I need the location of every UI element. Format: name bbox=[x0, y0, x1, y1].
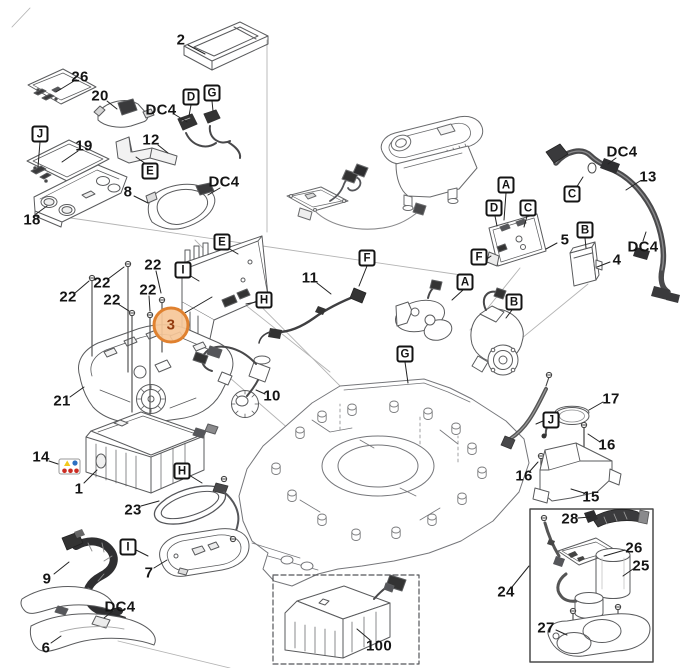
part-label-9[interactable]: 9 bbox=[42, 570, 52, 588]
part-label-2[interactable]: 2 bbox=[176, 31, 186, 49]
part-18-tray bbox=[33, 164, 128, 228]
part-label-8[interactable]: 8 bbox=[123, 183, 133, 201]
part-label-25[interactable]: 25 bbox=[632, 557, 650, 575]
part-label-3[interactable]: 3 bbox=[166, 316, 176, 334]
motor-assembly-a bbox=[394, 279, 453, 341]
part-100-battery bbox=[284, 574, 407, 659]
part-label-21[interactable]: 21 bbox=[53, 392, 71, 410]
part-12-bracket bbox=[115, 136, 178, 166]
connector-label-F: F bbox=[358, 249, 376, 267]
part-label-23[interactable]: 23 bbox=[124, 501, 142, 519]
alert-icon bbox=[62, 468, 67, 474]
connector-label-A: A bbox=[497, 176, 515, 194]
connector-label-E: E bbox=[213, 233, 231, 251]
part-label-17[interactable]: 17 bbox=[602, 390, 620, 408]
part-20-clamp bbox=[93, 98, 155, 128]
part-label-13[interactable]: 13 bbox=[639, 168, 657, 186]
part-label-18[interactable]: 18 bbox=[23, 211, 41, 229]
part-2-cover-panel bbox=[183, 21, 269, 71]
part-26-board bbox=[27, 68, 97, 105]
part-label-22[interactable]: 22 bbox=[139, 281, 157, 299]
part-label-26[interactable]: 26 bbox=[625, 539, 643, 557]
part-label-16[interactable]: 16 bbox=[515, 467, 533, 485]
connector-label-J: J bbox=[542, 411, 560, 429]
part-1-battery bbox=[85, 411, 219, 494]
part-11-cable bbox=[258, 287, 367, 344]
part-label-100[interactable]: 100 bbox=[366, 637, 392, 655]
console-assembly bbox=[286, 115, 484, 230]
highlight-circle bbox=[152, 306, 190, 344]
part-6-cover bbox=[20, 586, 156, 652]
part-label-6[interactable]: 6 bbox=[41, 639, 51, 657]
connector-label-G: G bbox=[203, 84, 221, 102]
chassis-drawing bbox=[238, 378, 530, 587]
part-label-12[interactable]: 12 bbox=[142, 131, 160, 149]
connector-label-H: H bbox=[255, 291, 273, 309]
dc4-label: DC4 bbox=[208, 173, 240, 191]
part-label-11[interactable]: 11 bbox=[301, 269, 319, 287]
dc4-label: DC4 bbox=[104, 598, 136, 616]
part-13-harness bbox=[545, 143, 680, 303]
dc4-label: DC4 bbox=[145, 101, 177, 119]
connector-label-F: F bbox=[470, 248, 488, 266]
warning-triangle-icon bbox=[64, 460, 71, 466]
dc4-label: DC4 bbox=[606, 143, 638, 161]
no-ride-icon bbox=[74, 468, 79, 474]
inset-box bbox=[529, 508, 654, 663]
part-label-28[interactable]: 28 bbox=[561, 510, 579, 528]
part-19-board bbox=[26, 139, 110, 183]
connector-label-B: B bbox=[505, 293, 523, 311]
part-7-tray bbox=[159, 528, 250, 577]
connector-label-C: C bbox=[563, 185, 581, 203]
part-label-19[interactable]: 19 bbox=[75, 137, 93, 155]
part-label-22[interactable]: 22 bbox=[59, 288, 77, 306]
part-label-22[interactable]: 22 bbox=[93, 274, 111, 292]
part-label-20[interactable]: 20 bbox=[91, 87, 109, 105]
part-label-26[interactable]: 26 bbox=[71, 68, 89, 86]
connector-label-I: I bbox=[174, 261, 192, 279]
read-manual-icon bbox=[72, 460, 78, 466]
dc4-connectors-top bbox=[177, 109, 242, 159]
part-5-board bbox=[486, 213, 547, 267]
part-label-22[interactable]: 22 bbox=[144, 256, 162, 274]
part-label-5[interactable]: 5 bbox=[560, 231, 570, 249]
part-label-4[interactable]: 4 bbox=[612, 251, 622, 269]
part-23-seal-ring bbox=[153, 475, 240, 550]
part-label-16[interactable]: 16 bbox=[598, 436, 616, 454]
connector-label-J: J bbox=[31, 125, 49, 143]
part-label-14[interactable]: 14 bbox=[32, 448, 50, 466]
connector-label-H: H bbox=[173, 462, 191, 480]
connector-label-D: D bbox=[182, 88, 200, 106]
connector-label-A: A bbox=[456, 273, 474, 291]
part-label-7[interactable]: 7 bbox=[144, 564, 154, 582]
part-4-module bbox=[569, 241, 603, 287]
connector-label-B: B bbox=[576, 221, 594, 239]
connector-label-C: C bbox=[519, 199, 537, 217]
accessory-dashed-box bbox=[272, 574, 420, 665]
dc4-label: DC4 bbox=[627, 238, 659, 256]
connector-label-E: E bbox=[141, 162, 159, 180]
connector-label-D: D bbox=[485, 199, 503, 217]
connector-label-G: G bbox=[396, 345, 414, 363]
connector-label-I: I bbox=[119, 538, 137, 556]
part-10-motor bbox=[192, 345, 271, 418]
part-label-15[interactable]: 15 bbox=[582, 488, 600, 506]
part-label-10[interactable]: 10 bbox=[263, 387, 281, 405]
no-hands-icon bbox=[68, 468, 73, 474]
leader-lines bbox=[35, 44, 647, 644]
part-3-control-unit bbox=[181, 235, 269, 349]
motor-assembly-b bbox=[470, 287, 524, 376]
part-label-22[interactable]: 22 bbox=[103, 291, 121, 309]
part-14-sticker bbox=[58, 458, 81, 475]
part-label-24[interactable]: 24 bbox=[497, 583, 515, 601]
part-label-27[interactable]: 27 bbox=[537, 619, 555, 637]
part-label-1[interactable]: 1 bbox=[74, 480, 84, 498]
